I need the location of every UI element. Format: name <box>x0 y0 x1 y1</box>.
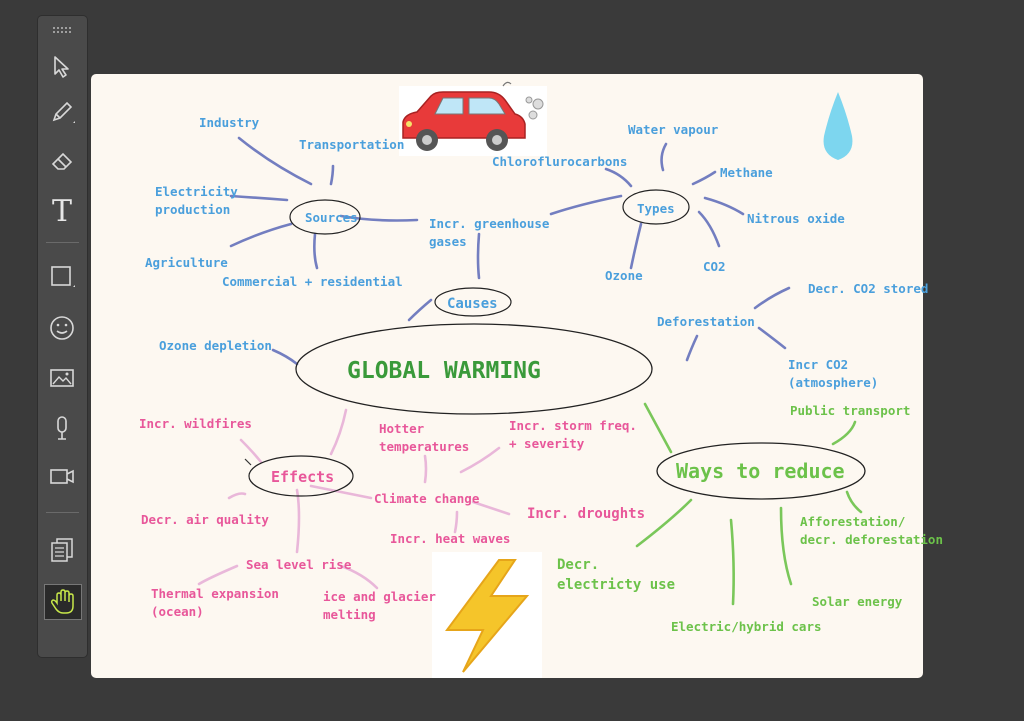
causes-node-outline <box>434 287 512 317</box>
source-transportation[interactable]: Transportation <box>299 137 404 152</box>
toolbar-divider <box>46 242 79 243</box>
car-illustration <box>399 81 547 156</box>
lightning-bolt-illustration <box>432 552 542 678</box>
source-electricity-line2[interactable]: production <box>155 202 230 217</box>
reduce-node-outline <box>656 442 866 500</box>
left-toolbar: T <box>38 16 87 657</box>
reduce-node-label[interactable]: Ways to reduce <box>676 459 845 483</box>
toolbar-divider <box>46 512 79 513</box>
effect-ice-line1[interactable]: ice and glacier <box>323 589 436 604</box>
text-tool-button[interactable]: T <box>46 196 78 228</box>
effects-node-outline <box>248 455 354 497</box>
water-drop-icon <box>823 92 853 160</box>
audio-tool-button[interactable] <box>46 412 78 444</box>
text-tool-icon: T <box>51 194 72 229</box>
hand-pan-icon <box>50 589 74 614</box>
effect-heat-waves[interactable]: Incr. heat waves <box>390 531 510 546</box>
effect-climate-change[interactable]: Climate change <box>374 491 480 506</box>
effects-node-label[interactable]: Effects <box>271 468 334 486</box>
ozone-depletion-label[interactable]: Ozone depletion <box>159 338 272 353</box>
pencil-icon <box>52 101 75 123</box>
sources-node-label[interactable]: Sources <box>305 210 358 225</box>
deforestation-incr-co2-line2[interactable]: (atmosphere) <box>788 375 878 390</box>
reduce-afforestation-line1[interactable]: Afforestation/ <box>800 514 905 529</box>
reduce-electric-cars[interactable]: Electric/hybrid cars <box>671 619 822 634</box>
select-arrow-icon <box>54 56 69 78</box>
emoji-icon <box>50 316 74 340</box>
deforestation-label[interactable]: Deforestation <box>657 314 755 329</box>
effect-ice-line2[interactable]: melting <box>323 607 376 622</box>
microphone-icon <box>57 416 67 440</box>
greenhouse-line1[interactable]: Incr. greenhouse <box>429 216 550 231</box>
pages-tool-button[interactable] <box>46 534 78 566</box>
effect-thermal-line1[interactable]: Thermal expansion <box>151 586 279 601</box>
types-node-outline <box>622 189 690 225</box>
shape-rectangle-icon <box>51 266 75 287</box>
effect-storm-line2[interactable]: + severity <box>509 436 585 451</box>
effect-storm-line1[interactable]: Incr. storm freq. <box>509 418 637 433</box>
type-co2[interactable]: CO2 <box>703 259 726 274</box>
center-node-outline <box>295 323 653 415</box>
shape-tool-button[interactable] <box>46 260 78 292</box>
deforestation-decr-co2[interactable]: Decr. CO2 stored <box>808 281 928 296</box>
reduce-public-transport[interactable]: Public transport <box>790 403 910 418</box>
whiteboard-canvas[interactable]: GLOBAL WARMING Causes Sources Industry T… <box>91 74 943 678</box>
reduce-afforestation-line2[interactable]: decr. deforestation <box>800 532 943 547</box>
effect-droughts[interactable]: Incr. droughts <box>527 506 645 522</box>
effect-thermal-line2[interactable]: (ocean) <box>151 604 204 619</box>
mind-map: GLOBAL WARMING Causes Sources Industry T… <box>139 81 943 678</box>
pencil-tool-button[interactable] <box>46 96 78 128</box>
causes-node-label[interactable]: Causes <box>447 296 498 312</box>
types-node-label[interactable]: Types <box>637 201 675 216</box>
type-water-vapour[interactable]: Water vapour <box>628 122 719 137</box>
effect-air-quality[interactable]: Decr. air quality <box>141 512 269 527</box>
type-ozone[interactable]: Ozone <box>605 268 643 283</box>
type-chloroflurocarbons[interactable]: Chloroflurocarbons <box>492 154 627 169</box>
source-commercial[interactable]: Commercial + residential <box>222 274 403 289</box>
deforestation-incr-co2-line1[interactable]: Incr CO2 <box>788 357 848 372</box>
type-methane[interactable]: Methane <box>720 165 773 180</box>
type-nitrous-oxide[interactable]: Nitrous oxide <box>747 211 845 226</box>
source-industry[interactable]: Industry <box>199 115 260 130</box>
source-electricity-line1[interactable]: Electricity <box>155 184 238 199</box>
greenhouse-line2[interactable]: gases <box>429 234 467 249</box>
sources-node-outline <box>289 199 361 235</box>
video-tool-button[interactable] <box>46 460 78 492</box>
center-node-label[interactable]: GLOBAL WARMING <box>347 358 541 384</box>
grip-icon[interactable] <box>52 26 74 34</box>
eraser-icon <box>51 152 73 170</box>
hand-tool-button[interactable] <box>44 584 82 620</box>
effect-hotter-line1[interactable]: Hotter <box>379 421 425 436</box>
effect-hotter-line2[interactable]: temperatures <box>379 439 469 454</box>
effect-wildfires[interactable]: Incr. wildfires <box>139 416 252 431</box>
source-agriculture[interactable]: Agriculture <box>145 255 228 270</box>
reduce-electricity-line2[interactable]: electricty use <box>557 577 675 593</box>
video-camera-icon <box>50 469 74 484</box>
eraser-tool-button[interactable] <box>46 144 78 176</box>
image-tool-button[interactable] <box>46 362 78 394</box>
effect-sea-level-rise[interactable]: Sea level rise <box>246 557 352 572</box>
reduce-electricity-line1[interactable]: Decr. <box>557 557 599 573</box>
emoji-tool-button[interactable] <box>46 312 78 344</box>
pages-icon <box>51 538 73 562</box>
pen-mark <box>244 458 252 466</box>
select-tool-button[interactable] <box>46 50 78 82</box>
reduce-solar-energy[interactable]: Solar energy <box>812 594 903 609</box>
image-icon <box>50 369 74 387</box>
